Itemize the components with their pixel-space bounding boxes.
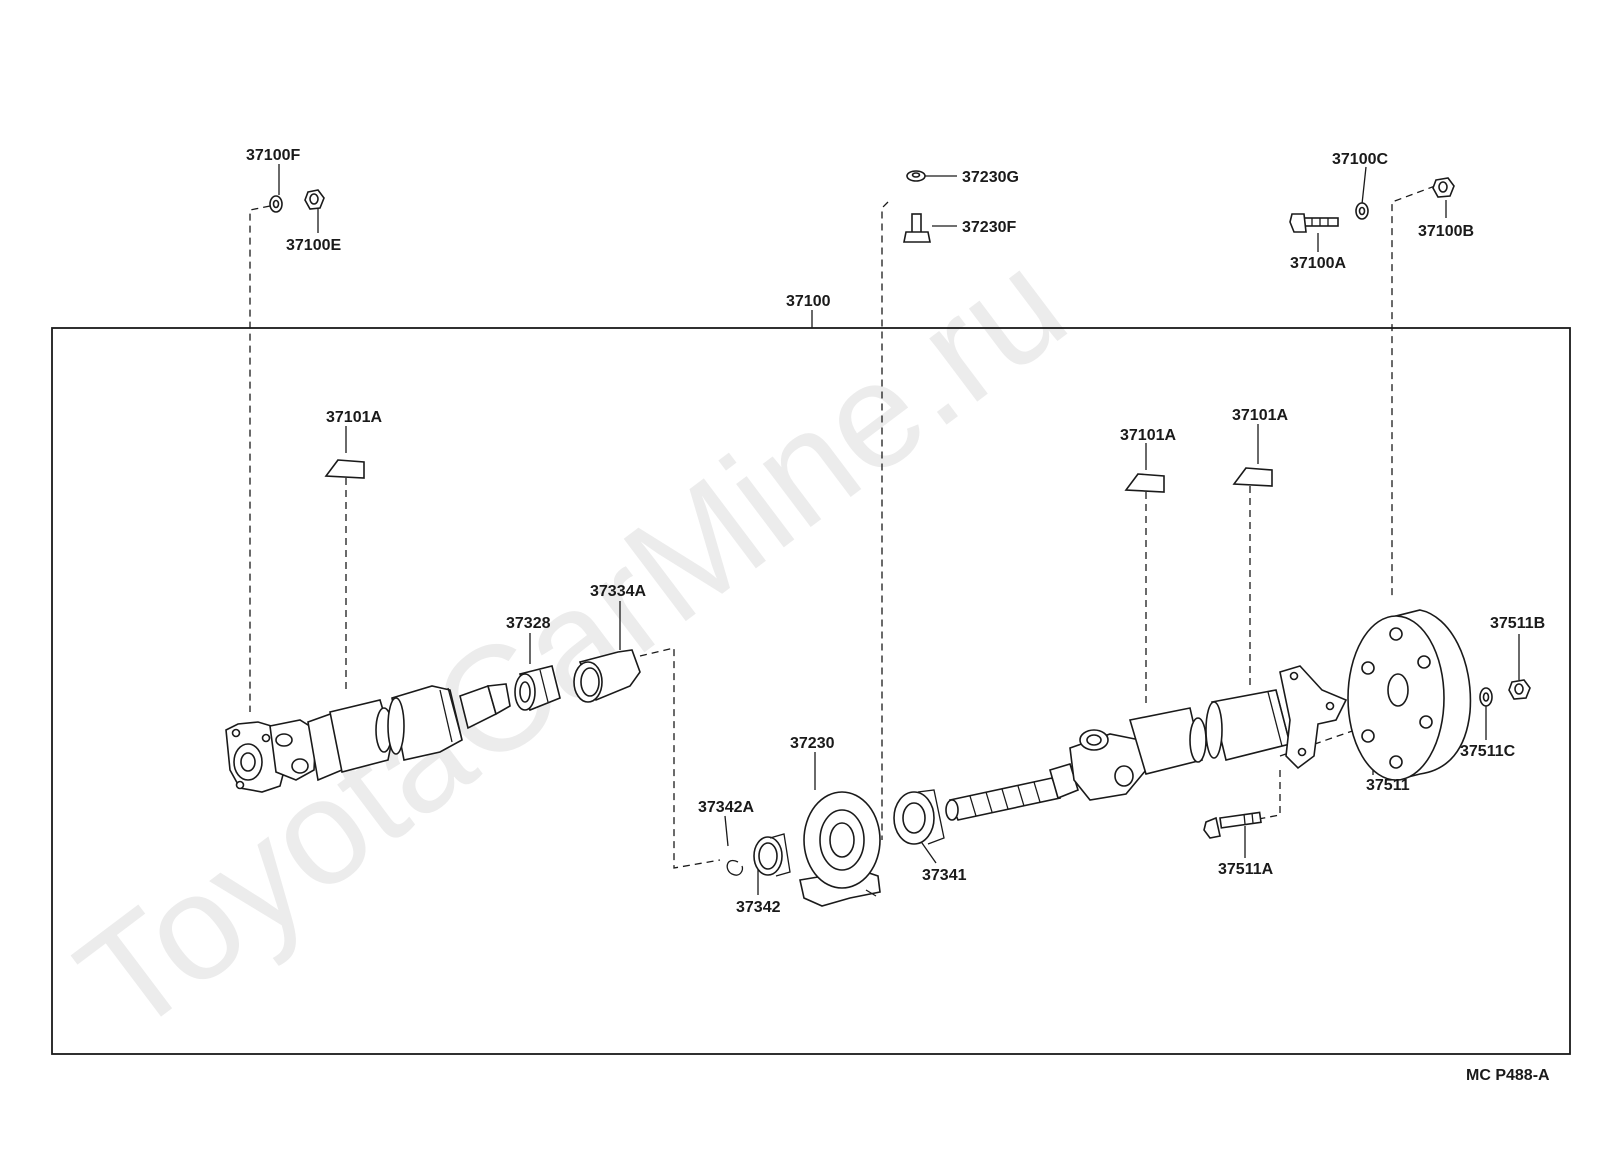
label-37511: 37511 (1366, 777, 1410, 794)
label-37100a: 37100A (1290, 255, 1346, 272)
watermark: ToyotaCarMine.ru (48, 219, 1095, 1066)
sleeve-37328 (514, 665, 561, 712)
label-37511b: 37511B (1490, 615, 1545, 632)
label-37101a-right: 37101A (1232, 407, 1288, 424)
boot-37334a (573, 649, 641, 703)
label-37100b: 37100B (1418, 223, 1474, 240)
label-37230: 37230 (790, 735, 835, 752)
label-37511a: 37511A (1218, 861, 1274, 878)
washer-37511c (1479, 687, 1493, 707)
nut-37511b (1508, 679, 1531, 700)
nut-37100b (1432, 177, 1455, 198)
washer-37230g (906, 170, 926, 182)
flex-coupling-37511 (1347, 609, 1472, 781)
bolt-37511a (1203, 811, 1262, 839)
label-37230g: 37230G (962, 169, 1019, 186)
seal-37342 (753, 833, 791, 877)
label-37230f: 37230F (962, 219, 1016, 236)
bearing-37341 (893, 789, 945, 845)
diagram-code: MC P488-A (1466, 1067, 1550, 1084)
label-37511c: 37511C (1460, 743, 1516, 760)
label-37342: 37342 (736, 899, 781, 916)
weight-37101a-middle (1124, 473, 1165, 493)
label-37101a-left: 37101A (326, 409, 382, 426)
label-37101a-middle: 37101A (1120, 427, 1176, 444)
front-propeller-shaft (225, 683, 511, 793)
rear-propeller-shaft (945, 665, 1348, 821)
label-37342a: 37342A (698, 799, 754, 816)
label-37100e: 37100E (286, 237, 341, 254)
label-37328: 37328 (506, 615, 551, 632)
label-37100f: 37100F (246, 147, 300, 164)
bolt-37230f (903, 213, 931, 243)
center-bearing-37230 (799, 791, 881, 907)
label-37100: 37100 (786, 293, 831, 310)
washer-37100f (269, 195, 283, 213)
label-37341: 37341 (922, 867, 967, 884)
label-37100c: 37100C (1332, 151, 1388, 168)
assembly-frame (51, 327, 1571, 1055)
washer-37100c (1355, 202, 1369, 220)
bolt-37100a (1289, 213, 1339, 233)
weight-37101a-right (1232, 467, 1273, 487)
nut-37100e (304, 189, 325, 210)
label-37334a: 37334A (590, 583, 646, 600)
label-leaders (278, 164, 1520, 895)
snap-ring-37342a (726, 859, 744, 876)
weight-37101a-left (324, 459, 365, 479)
